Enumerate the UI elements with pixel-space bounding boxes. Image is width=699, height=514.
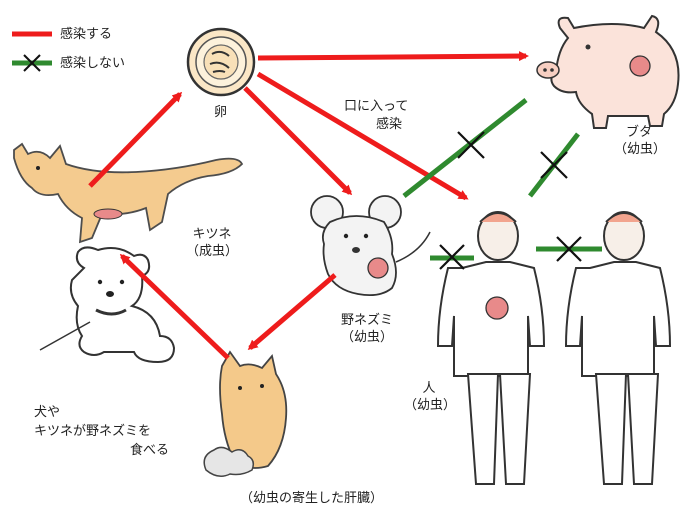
eat-label: 犬や キツネが野ネズミを 食べる — [34, 404, 169, 459]
fox-illustration — [13, 142, 244, 244]
eat-label-line2: キツネが野ネズミを — [34, 424, 152, 439]
egg-icon — [186, 27, 256, 97]
dog-illustration — [39, 246, 176, 364]
mouse-parasite-icon — [367, 257, 389, 279]
legend-noinfect-label: 感染しない — [60, 56, 126, 71]
human-label: 人 （幼虫） — [404, 380, 457, 414]
arrow-egg-to-pig — [257, 51, 529, 62]
eat-label-line3: 食べる — [130, 443, 170, 458]
liver-label: （幼虫の寄生した肝臓） — [240, 491, 384, 506]
arrow-fox-to-egg — [88, 91, 183, 188]
human-left-illustration — [436, 211, 546, 485]
arrow-egg-to-human — [256, 71, 469, 201]
human-parasite-icon — [485, 296, 509, 320]
fox-label: キツネ （成虫） — [180, 226, 244, 260]
cross-icon — [439, 244, 465, 270]
fox-eating-illustration — [203, 350, 288, 477]
human-label-name: 人 — [422, 381, 436, 396]
arrow-egg-to-mouse — [243, 86, 353, 196]
cross-icon — [457, 131, 485, 159]
mouse-illustration — [310, 195, 431, 297]
pig-parasite-icon — [629, 55, 651, 77]
pig-label-name: ブタ — [625, 125, 652, 140]
mouse-label-stage: （幼虫） — [340, 330, 393, 345]
mouth-label-2: 感染 — [376, 117, 403, 132]
noinfect-pig-to-mouse — [402, 98, 528, 198]
fox-parasite-icon — [93, 208, 123, 220]
cross-icon — [556, 236, 582, 262]
mouse-label: 野ネズミ （幼虫） — [330, 312, 404, 346]
arrow-mouse-to-foxeating — [247, 273, 337, 350]
human-right-illustration — [564, 211, 672, 485]
fox-label-name: キツネ — [192, 227, 232, 242]
mouse-label-name: 野ネズミ — [340, 313, 393, 328]
pig-label: ブタ （幼虫） — [614, 124, 667, 158]
arrow-foxeating-to-fox — [119, 253, 230, 360]
fox-label-stage: （成虫） — [185, 244, 238, 259]
mouth-label-1: 口に入って — [344, 99, 409, 114]
pig-illustration — [536, 14, 680, 129]
legend-cross-icon — [23, 54, 41, 72]
pig-label-stage: （幼虫） — [614, 142, 667, 157]
eat-label-line1: 犬や — [34, 405, 61, 420]
egg-label: 卵 — [214, 105, 228, 120]
legend-infect-label: 感染する — [60, 27, 113, 42]
human-label-stage: （幼虫） — [404, 398, 457, 413]
cross-icon — [540, 151, 568, 179]
